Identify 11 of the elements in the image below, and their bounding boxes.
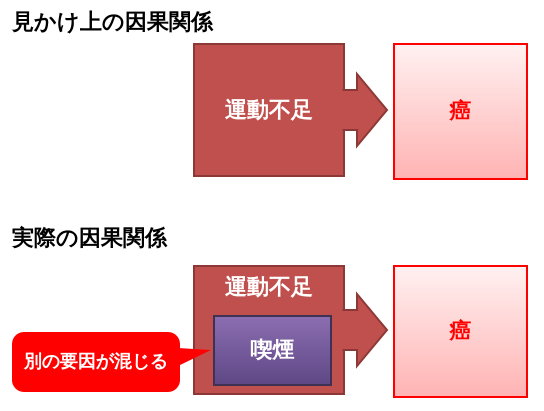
effect-box: 癌 [393, 265, 528, 398]
cause-box: 運動不足 [193, 43, 345, 177]
callout-pointer [178, 348, 211, 366]
effect-box: 癌 [393, 43, 528, 180]
cause-box: 運動不足 喫煙 [193, 265, 345, 395]
section-heading: 実際の因果関係 [12, 224, 167, 253]
section-heading: 見かけ上の因果関係 [12, 9, 213, 37]
callout-box: 別の要因が混じる [12, 332, 180, 392]
block-arrow [342, 291, 388, 369]
block-arrow [342, 71, 388, 149]
confounder-box: 喫煙 [213, 315, 332, 386]
